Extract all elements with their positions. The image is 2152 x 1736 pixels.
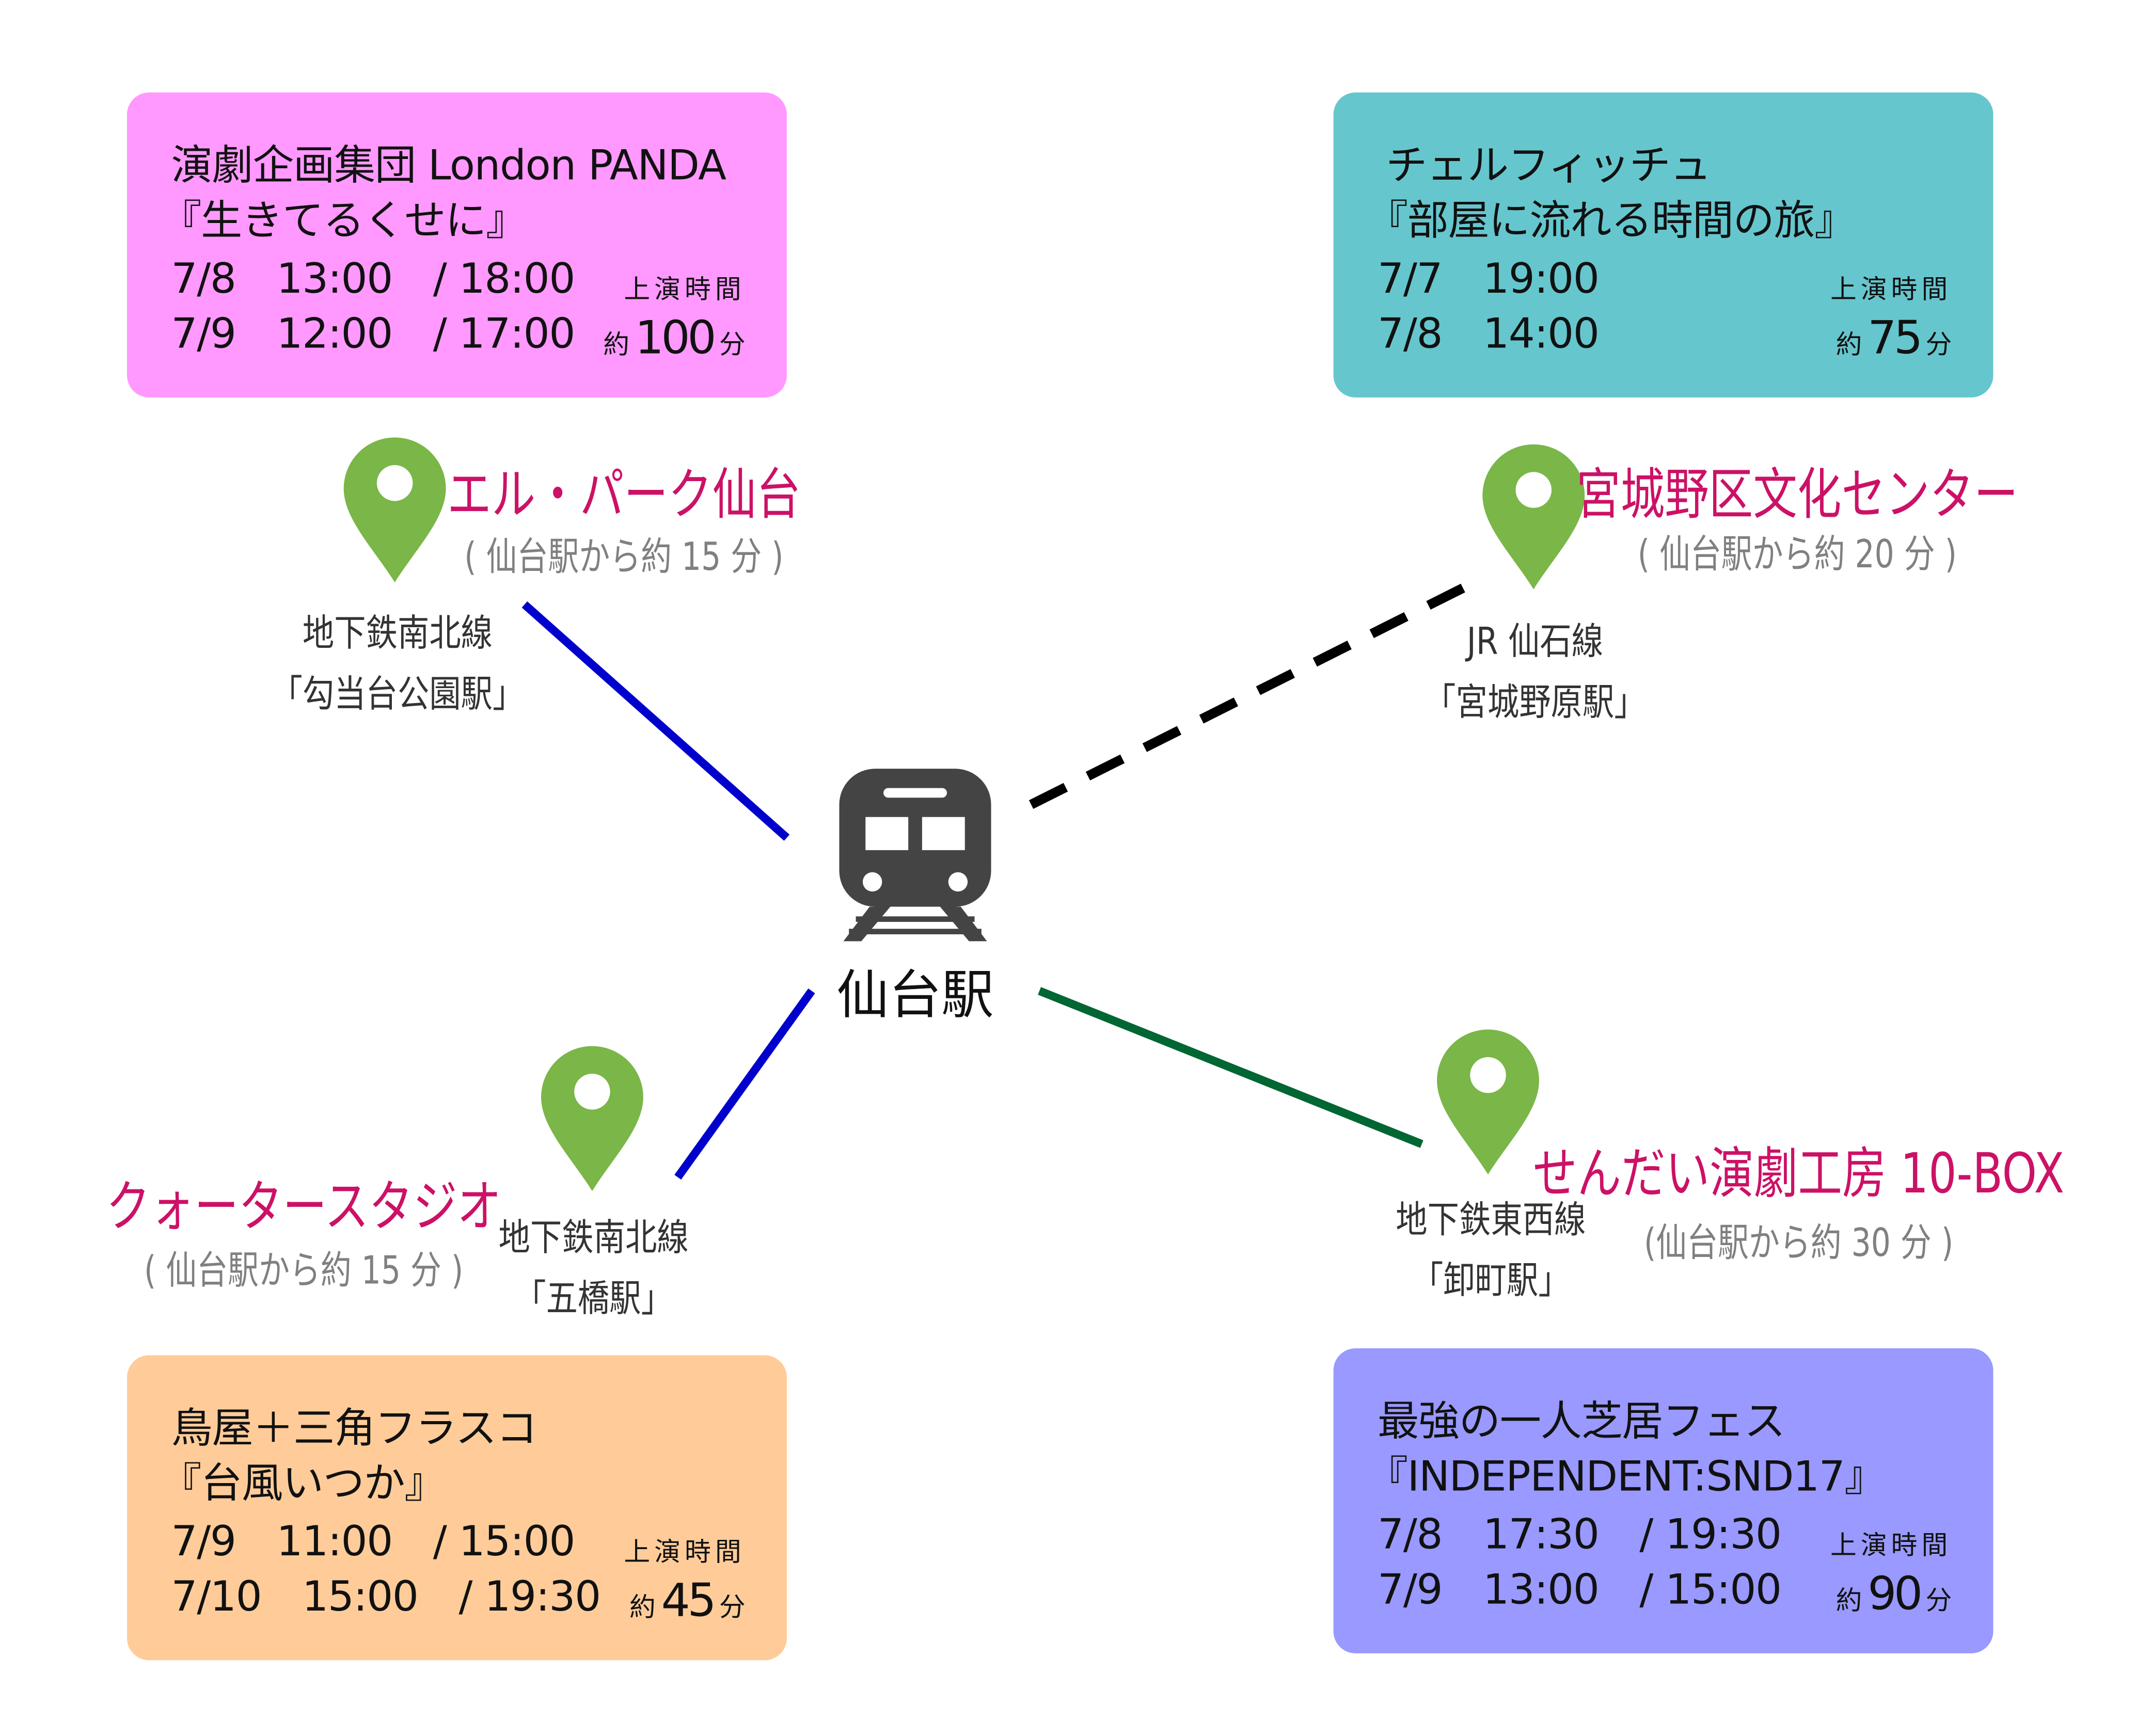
nanboku-line-north	[521, 601, 790, 841]
show-date: 7/10 15:00 / 19:30	[171, 1573, 602, 1622]
station-info: JR 仙石線「宮城野原駅」	[1424, 621, 1646, 725]
pin-icon	[343, 437, 446, 583]
train-icon	[839, 769, 991, 942]
show-title: 『INDEPENDENT:SND17』	[1366, 1453, 1886, 1502]
show-date: 7/9 12:00 / 17:00	[171, 310, 576, 359]
sendai-station-label: 仙台駅	[836, 964, 994, 1026]
duration-label: 上演時間	[624, 1537, 746, 1568]
venue-access-time: ( 仙台駅から約 15 分 )	[464, 534, 784, 580]
show-card: 最強の一人芝居フェス 『INDEPENDENT:SND17』 7/8 17:30…	[1333, 1348, 1993, 1653]
jr-senseki-line	[1028, 582, 1468, 809]
show-title: 『部屋に流れる時間の旅』	[1366, 197, 1856, 246]
show-date: 7/9 13:00 / 15:00	[1378, 1566, 1782, 1615]
station-info: 地下鉄南北線「五橋駅」	[498, 1217, 689, 1321]
venue-access-time: ( 仙台駅から約 20 分 )	[1637, 531, 1957, 577]
show-card: 鳥屋＋三角フラスコ 『台風いつか』 7/9 11:00 / 15:00 7/10…	[126, 1355, 787, 1661]
nanboku-line-south	[674, 988, 815, 1180]
show-date: 7/7 19:00	[1378, 255, 1600, 304]
show-title: 『生きてるくせに』	[160, 197, 527, 246]
company-name: 鳥屋＋三角フラスコ	[171, 1405, 538, 1454]
show-date: 7/8 17:30 / 19:30	[1378, 1511, 1782, 1560]
duration-label: 上演時間	[624, 275, 746, 305]
venue-name: せんだい演劇工房 10-BOX	[1533, 1142, 2065, 1206]
pin-icon	[541, 1046, 643, 1191]
pin-icon	[1437, 1029, 1539, 1175]
venue-access-time: (仙台駅から約 30 分 )	[1643, 1220, 1954, 1266]
show-date: 7/9 11:00 / 15:00	[171, 1518, 576, 1567]
station-info: 地下鉄東西線「卸町駅」	[1396, 1199, 1586, 1303]
show-date: 7/8 13:00 / 18:00	[171, 255, 576, 304]
venue-name: エル・パーク仙台	[447, 464, 801, 528]
show-date: 7/8 14:00	[1378, 310, 1600, 359]
show-card: 演劇企画集団 London PANDA 『生きてるくせに』 7/8 13:00 …	[126, 92, 787, 397]
duration-label: 上演時間	[1830, 275, 1952, 305]
company-name: 演劇企画集団 London PANDA	[171, 142, 726, 190]
company-name: チェルフィッチュ	[1386, 142, 1712, 190]
show-card: チェルフィッチュ 『部屋に流れる時間の旅』 7/7 19:00 7/8 14:0…	[1333, 92, 1993, 397]
show-title: 『台風いつか』	[160, 1460, 446, 1509]
duration-label: 上演時間	[1830, 1530, 1952, 1561]
venue-name: 宮城野区文化センター	[1576, 464, 2018, 528]
venue-access-time: ( 仙台駅から約 15 分 )	[144, 1247, 464, 1294]
venue-name: クォータースタジオ	[106, 1175, 502, 1239]
station-info: 地下鉄南北線「勾当台公園駅」	[271, 613, 525, 716]
tozai-line	[1038, 987, 1423, 1148]
pin-icon	[1482, 444, 1585, 590]
company-name: 最強の一人芝居フェス	[1378, 1398, 1785, 1446]
